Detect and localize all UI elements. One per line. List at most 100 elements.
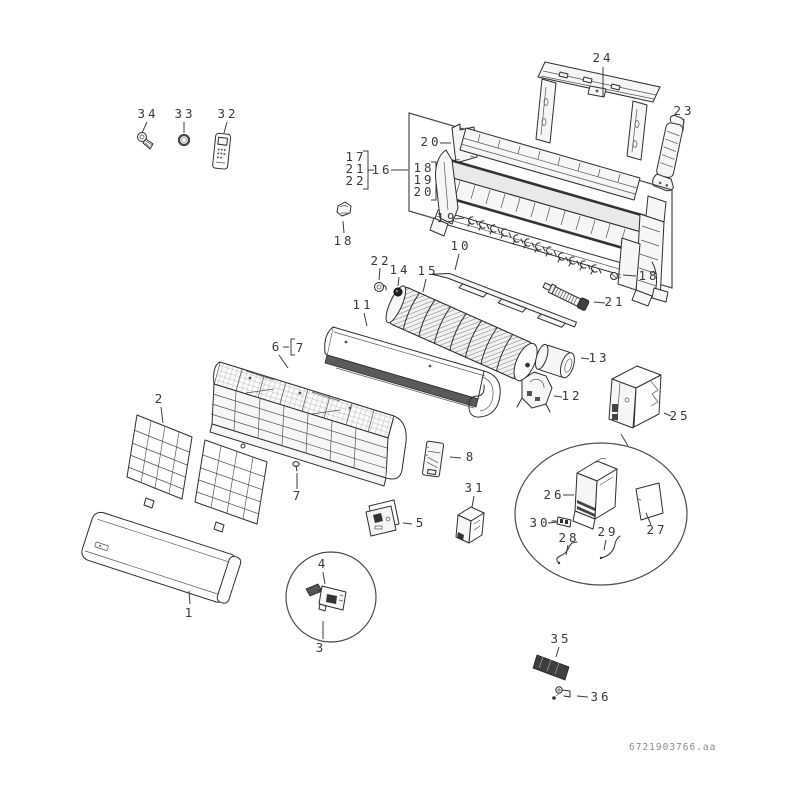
callout-21: 21	[593, 294, 625, 309]
part-26-terminal-cover	[572, 458, 618, 530]
part-33-ring	[177, 133, 191, 147]
callout-1: 1	[185, 590, 196, 620]
callout-36: 36	[576, 689, 609, 704]
callout-22-label: 22	[370, 253, 391, 268]
callout-7-label: 7	[293, 488, 304, 503]
callout-32-label: 32	[217, 106, 238, 121]
callout-34-label: 34	[137, 106, 158, 121]
group17-line2: 19	[413, 172, 434, 187]
part-23-bracket	[652, 114, 685, 192]
part-11-louver-assembly	[324, 326, 501, 418]
callout-25: 25	[663, 408, 690, 423]
callout-23: 23	[673, 103, 694, 132]
detail-ellipse	[514, 442, 688, 586]
callout-20: 20	[420, 134, 451, 149]
callout-4-label: 4	[318, 556, 329, 571]
callout-19: 19	[436, 210, 465, 225]
callout-1-label: 1	[185, 605, 196, 620]
part-36-cord-clamp	[552, 686, 571, 700]
part-15-crossflow-fan	[385, 285, 538, 382]
callout-10: 10	[450, 238, 471, 271]
callout-18-screw: 18	[622, 268, 659, 283]
callout-33-label: 33	[174, 106, 195, 121]
callout-2: 2	[155, 391, 166, 424]
part-25-control-box	[608, 365, 662, 429]
callout-31: 31	[464, 480, 485, 508]
callout-12: 12	[553, 388, 582, 403]
callout-24: 24	[592, 50, 613, 97]
part-8-cover	[422, 440, 445, 478]
callout-31-label: 31	[464, 480, 485, 495]
callout-5: 5	[402, 515, 427, 530]
part-32-remote-control	[212, 132, 232, 170]
group17-line1: 18	[413, 160, 434, 175]
part-31-corner-bracket	[455, 506, 485, 544]
callout-27-label: 27	[646, 522, 667, 537]
document-code: 6721903766.aa	[629, 742, 716, 753]
callout-16-label: 16	[371, 162, 392, 177]
callout-3: 3	[316, 621, 327, 655]
group16-line2: 21	[345, 161, 366, 176]
part-2-filters	[126, 414, 268, 533]
part-7-screw	[292, 461, 300, 472]
callout-28: 28	[558, 530, 579, 556]
callout-35-label: 35	[550, 631, 571, 646]
part-21-drain-hose	[542, 282, 590, 311]
callout-23-label: 23	[673, 103, 694, 118]
callout-28-label: 28	[558, 530, 579, 545]
callout-19-label: 19	[436, 210, 457, 225]
part-17-evaporator-assembly	[429, 127, 669, 307]
part-19-clips	[467, 216, 602, 275]
callout-8-label: 8	[466, 449, 477, 464]
detail-circle	[285, 551, 377, 643]
part-12-motor-holder	[516, 371, 553, 413]
callout-5-label: 5	[416, 515, 427, 530]
callout-33: 33	[174, 106, 195, 133]
callout-6-label: 6	[272, 339, 283, 354]
part-22-grommet	[374, 282, 387, 292]
callout-18-left: 18	[333, 220, 354, 248]
callout-18-left-label: 18	[333, 233, 354, 248]
callout-10-label: 10	[450, 238, 471, 253]
callout-7: 7	[293, 473, 304, 503]
part-6-top-grille	[209, 361, 407, 487]
part-24-wall-bracket	[535, 61, 661, 161]
callout-11: 11	[352, 297, 371, 327]
callout-30: 30	[529, 515, 559, 530]
callout-34: 34	[137, 106, 158, 134]
group17-line3: 20	[413, 184, 434, 199]
callout-3-label: 3	[316, 640, 327, 655]
callout-21-label: 21	[604, 294, 625, 309]
callout-35: 35	[550, 631, 571, 658]
callout-group-16: 17 21 22 16	[345, 149, 408, 190]
callout-4: 4	[318, 556, 329, 585]
callout-25-label: 25	[669, 408, 690, 423]
part-28-wire	[556, 541, 578, 565]
part-14-bushing	[393, 287, 403, 297]
callout-29: 29	[597, 524, 616, 551]
callout-14: 14	[389, 262, 408, 287]
part-13-fan-motor	[535, 343, 575, 379]
callout-18-screw-label: 18	[638, 268, 659, 283]
part-29-wire	[599, 535, 621, 560]
group16-line3: 22	[345, 173, 366, 188]
callout-8: 8	[449, 449, 477, 464]
callout-27: 27	[645, 512, 667, 537]
callout-12-label: 12	[561, 388, 582, 403]
callout-13-label: 13	[588, 350, 609, 365]
callout-13: 13	[580, 350, 609, 365]
callout-30-label: 30	[529, 515, 550, 530]
ellipse-connector-line	[620, 433, 629, 447]
callout-22: 22	[370, 253, 391, 281]
part-35-label-strip	[532, 654, 570, 681]
callout-32: 32	[217, 106, 238, 134]
callout-20-label: 20	[420, 134, 441, 149]
callout-2-label: 2	[155, 391, 166, 406]
callout-24-label: 24	[592, 50, 613, 65]
callout-15: 15	[417, 263, 436, 293]
callout-26: 26	[543, 487, 574, 502]
part-27-cover-sheet	[635, 482, 664, 521]
part-10-bar	[431, 272, 577, 328]
